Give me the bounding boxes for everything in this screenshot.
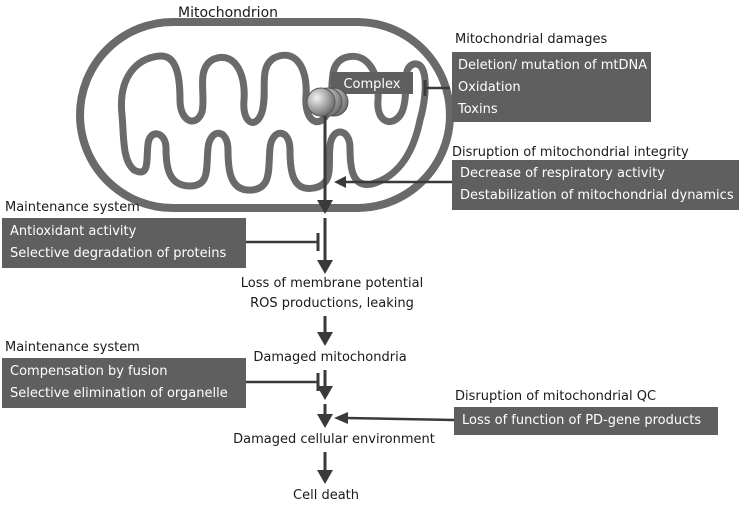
integrity-item-1: Decrease of respiratory activity: [460, 166, 665, 181]
flow-arrowhead-3: [317, 332, 333, 346]
qc-item-1: Loss of function of PD-gene products: [462, 413, 702, 428]
maintenance2-item-1: Compensation by fusion: [10, 364, 168, 379]
integrity-item-2: Destabilization of mitochondrial dynamic…: [460, 188, 734, 203]
qc-arrowhead: [334, 412, 348, 424]
integrity-arrowhead: [334, 176, 346, 188]
qc-arrow-line: [345, 416, 455, 422]
maintenance2-item-2: Selective elimination of organelle: [10, 386, 228, 401]
ros-production-label: ROS productions, leaking: [250, 296, 414, 311]
damages-item-3: Toxins: [458, 102, 498, 117]
flow-arrowhead-4: [317, 386, 333, 400]
integrity-box: Decrease of respiratory activity Destabi…: [452, 160, 739, 210]
maintenance1-title: Maintenance system: [5, 200, 140, 215]
flow-arrowhead-2: [317, 260, 333, 274]
maintenance2-title: Maintenance system: [5, 340, 140, 355]
integrity-title: Disruption of mitochondrial integrity: [452, 145, 689, 160]
maintenance1-box: Antioxidant activity Selective degradati…: [2, 218, 246, 268]
complex-box: [331, 72, 413, 94]
mitochondrion-cristae: [117, 51, 429, 194]
damages-item-1: Deletion/ mutation of mtDNA: [458, 58, 648, 73]
maintenance1-item-2: Selective degradation of proteins: [10, 246, 227, 261]
flow-arrowhead-5: [317, 414, 333, 428]
damaged-environment-label: Damaged cellular environment: [233, 432, 435, 447]
damages-box: Deletion/ mutation of mtDNA Oxidation To…: [452, 52, 651, 122]
mitochondrion-outer-membrane: [76, 18, 454, 212]
flow-arrowhead-6: [317, 470, 333, 484]
mitochondrion-title: Mitochondrion: [178, 5, 279, 21]
complex-sphere-1: [306, 87, 336, 117]
damages-item-2: Oxidation: [458, 80, 521, 95]
damaged-mitochondria-label: Damaged mitochondria: [253, 350, 407, 365]
flow-arrowhead-1: [317, 200, 333, 214]
damages-title: Mitochondrial damages: [455, 32, 608, 47]
complex-label: Complex: [343, 77, 400, 92]
cell-death-label: Cell death: [293, 488, 359, 503]
qc-title: Disruption of mitochondrial QC: [455, 389, 657, 404]
maintenance1-item-1: Antioxidant activity: [10, 224, 137, 239]
loss-membrane-potential-label: Loss of membrane potential: [240, 276, 424, 291]
maintenance2-box: Compensation by fusion Selective elimina…: [2, 358, 246, 408]
qc-box: Loss of function of PD-gene products: [454, 407, 718, 435]
